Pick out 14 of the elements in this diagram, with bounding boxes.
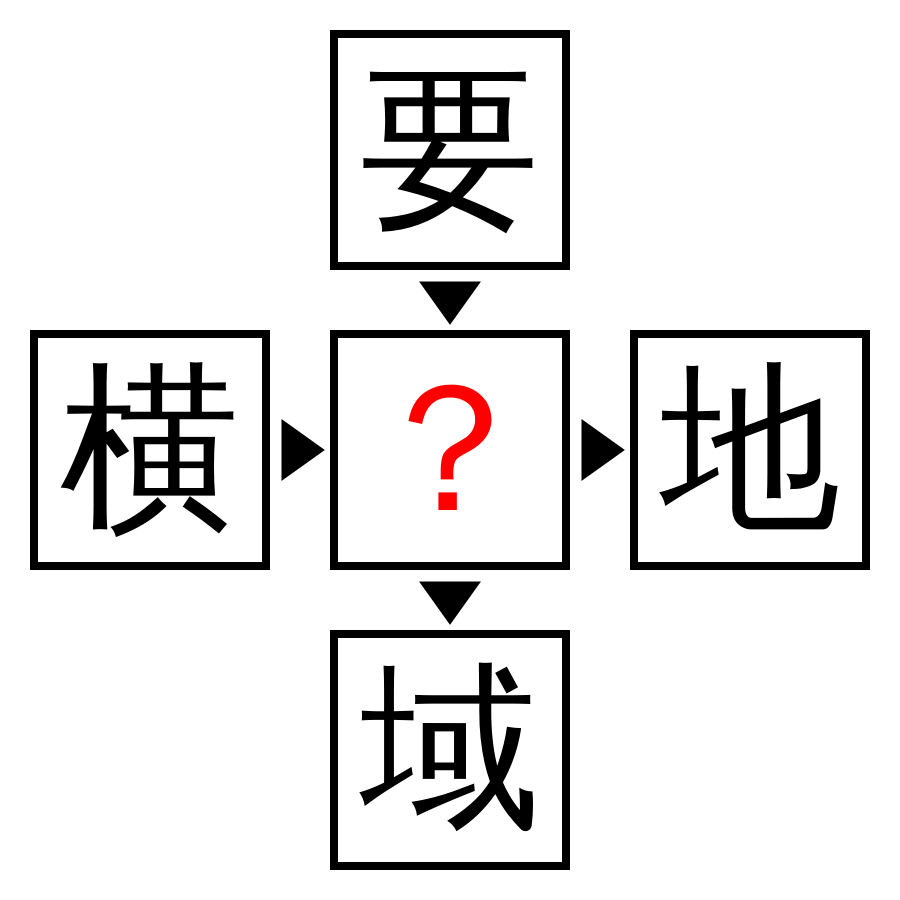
arrow-triangle xyxy=(282,419,325,481)
kanji-character: 横 xyxy=(60,360,240,540)
character-box xyxy=(630,330,870,570)
kanji-character: ？ xyxy=(360,360,540,540)
arrow-triangle xyxy=(419,582,481,625)
character-box xyxy=(330,30,570,270)
character-box xyxy=(30,330,270,570)
character-box xyxy=(330,330,570,570)
arrow-triangle xyxy=(419,282,481,325)
kanji-character: 域 xyxy=(360,660,540,840)
arrow-triangle xyxy=(582,419,625,481)
kanji-character: 地 xyxy=(660,360,840,540)
kanji-character: 要 xyxy=(360,60,540,240)
character-box xyxy=(330,630,570,870)
